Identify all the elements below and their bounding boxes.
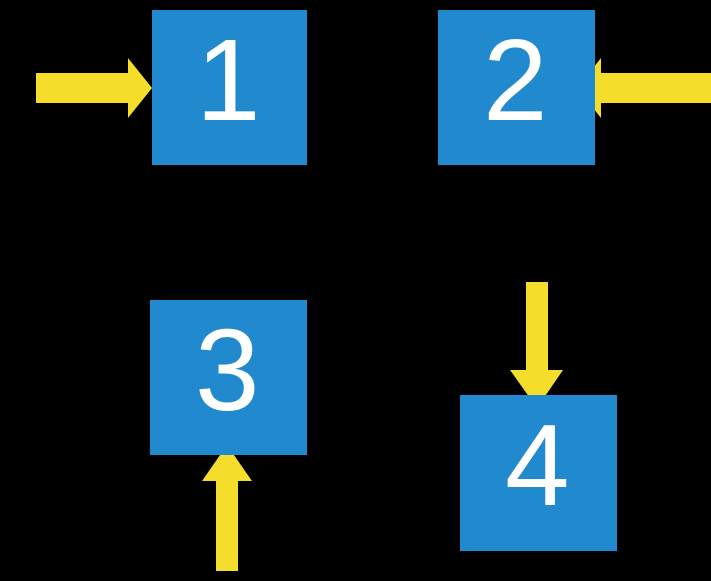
box-two[interactable] xyxy=(438,10,595,165)
arrow-left-into-box-two-icon xyxy=(577,58,711,118)
box-four[interactable] xyxy=(460,395,617,551)
box-one[interactable] xyxy=(152,10,307,165)
arrow-right-into-box-one-icon xyxy=(36,58,152,118)
box-three[interactable] xyxy=(150,300,307,455)
box-one-label: 1 xyxy=(196,15,261,145)
arrow-down-into-box-four-icon xyxy=(510,282,563,408)
box-four-label: 4 xyxy=(505,400,570,530)
arrow-up-into-box-three-icon xyxy=(202,445,252,571)
box-three-label: 3 xyxy=(195,305,260,435)
box-two-label: 2 xyxy=(483,15,548,145)
